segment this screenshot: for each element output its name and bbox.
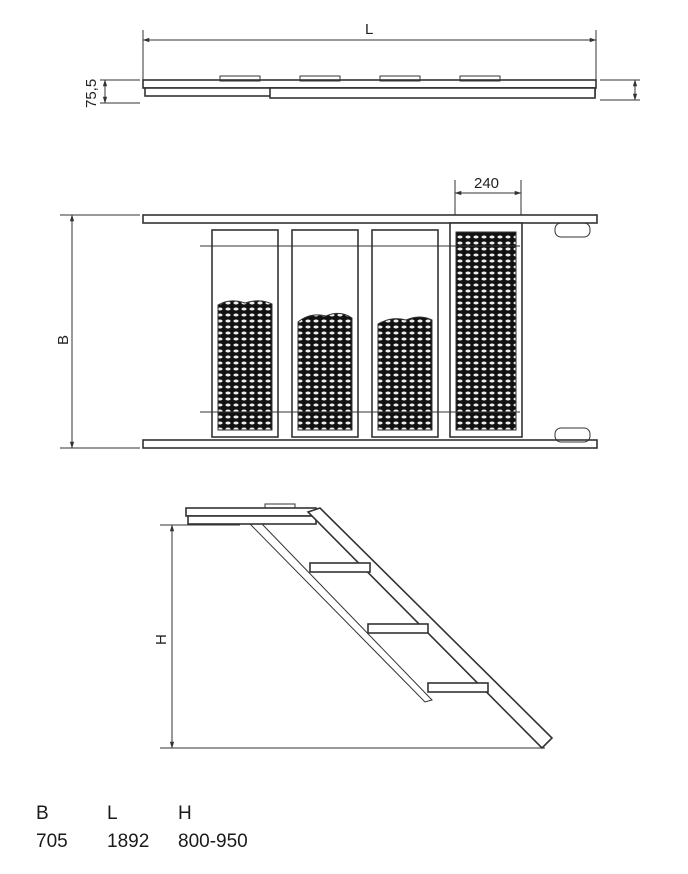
spec-header-h: H [178,803,192,824]
side-view-folded: L 75,5 [83,21,640,108]
width-label: B [55,335,72,345]
spec-value-h: 800-950 [178,831,248,852]
spec-value-b: 705 [36,831,68,852]
spec-header-row: B L H [36,803,264,831]
length-label: L [365,21,373,38]
spec-header-l: L [107,803,118,824]
technical-drawing: L 75,5 240 B [55,21,640,750]
spec-value-row: 705 1892 800-950 [36,831,264,859]
height-label: H [153,634,170,645]
spec-header-b: B [36,803,49,824]
step-width-label: 240 [474,175,499,192]
side-view-stair: H [153,503,554,750]
spec-table: B L H 705 1892 800-950 [36,803,264,859]
thickness-label: 75,5 [83,79,100,108]
spec-value-l: 1892 [107,831,150,852]
plan-view: 240 B [55,175,598,449]
